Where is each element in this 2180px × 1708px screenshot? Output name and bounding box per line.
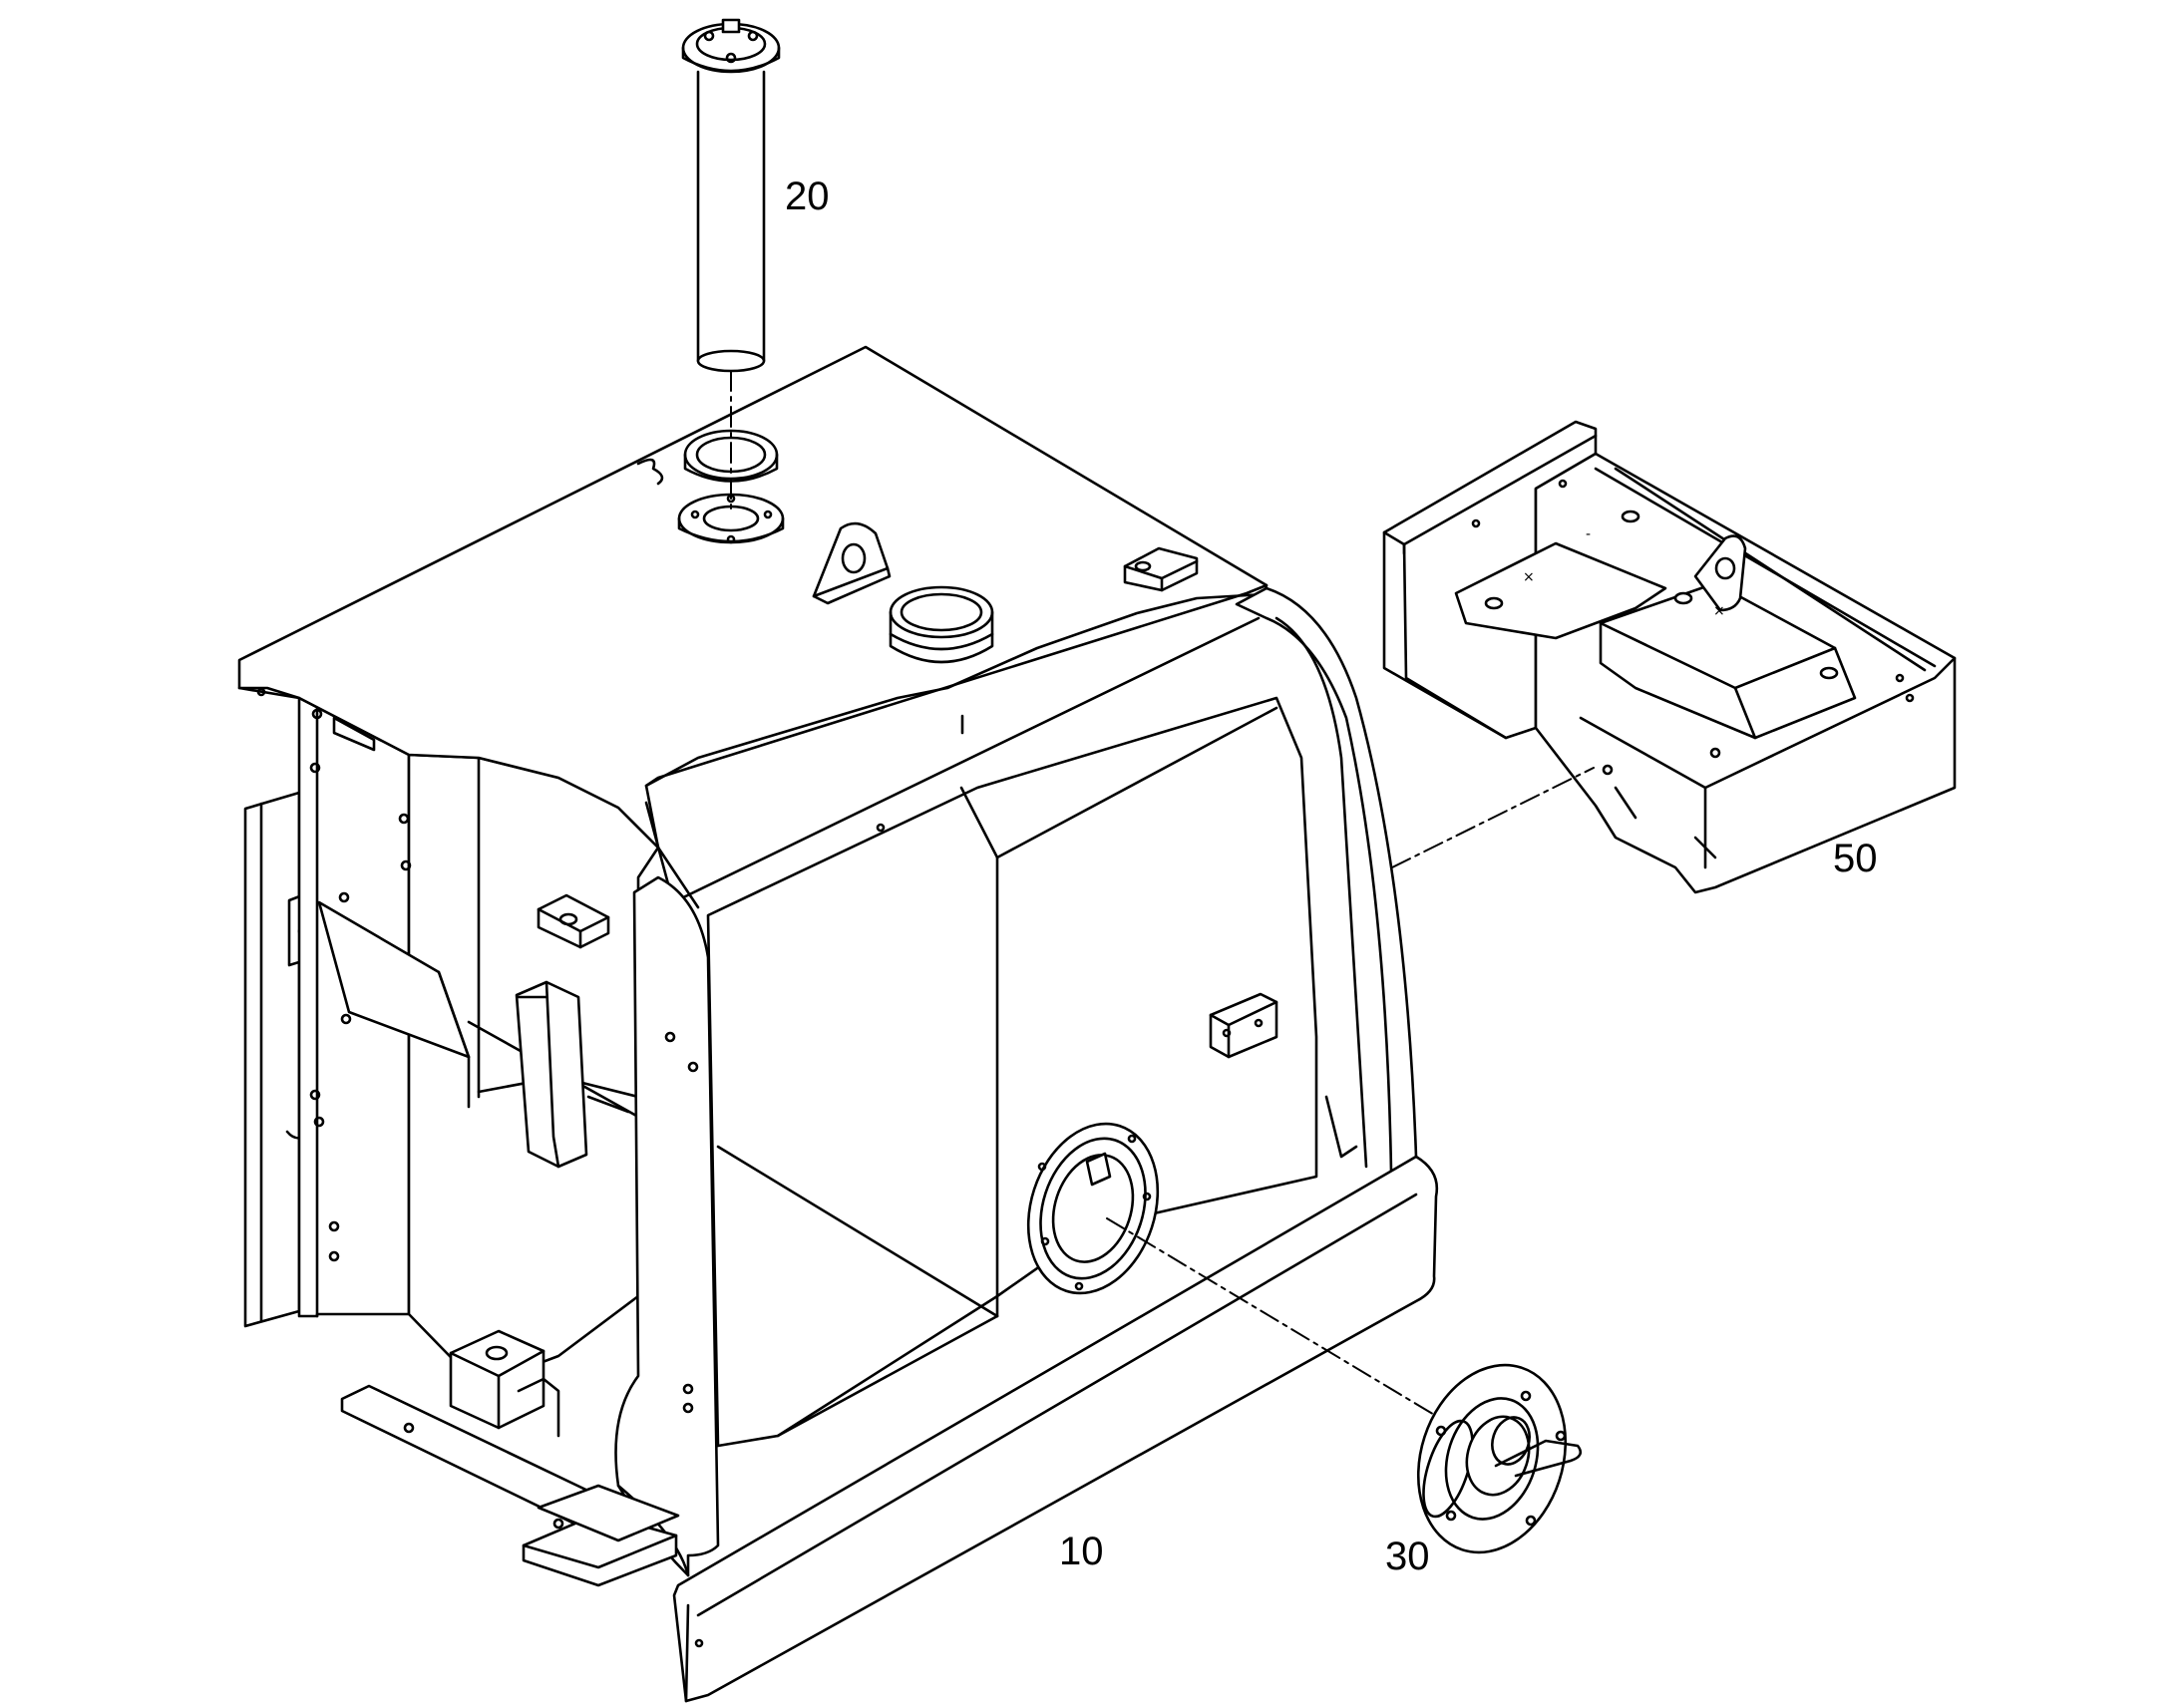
right-small-pad [1209, 992, 1278, 1059]
vertical-strap [515, 980, 630, 1169]
filler-cap-part-30 [1416, 1363, 1583, 1554]
front-filler-flange [1026, 1122, 1160, 1295]
sender-tube-part-20 [681, 18, 781, 373]
bottom-base-flanges [340, 1384, 680, 1587]
svg-text:-: - [1586, 526, 1591, 542]
svg-text:×: × [1523, 569, 1535, 585]
top-lifting-lug [812, 521, 892, 605]
left-bracket-pad [537, 893, 610, 949]
front-curved-panel [614, 875, 720, 1577]
part-label-20: 20 [785, 174, 830, 218]
part-label-30: 30 [1385, 1535, 1430, 1578]
front-bottom-skirt [672, 1155, 1439, 1703]
bottom-left-step-bracket [449, 1329, 560, 1438]
part-label-50: 50 [1833, 837, 1878, 880]
battery-box-part-50: × × - [1382, 420, 1957, 894]
inner-back-panel [706, 696, 1318, 1448]
tank-body-part-10 [237, 345, 1439, 1703]
svg-text:×: × [1713, 603, 1725, 619]
dash-leader-lines [730, 370, 1595, 1417]
part-label-10: 10 [1059, 1530, 1104, 1573]
top-filler-ring [889, 585, 994, 664]
top-small-pad [1123, 546, 1199, 592]
